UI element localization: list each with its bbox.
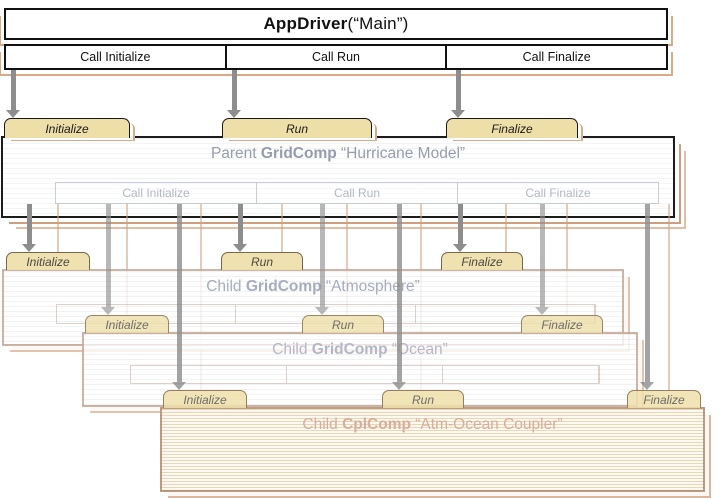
arrow-shaft	[237, 204, 243, 245]
parent-gridcomp-title: Parent GridComp “Hurricane Model”	[3, 145, 673, 163]
parent-tab-initialize: Initialize	[4, 118, 130, 138]
ocean-tab-finalize: Finalize	[521, 315, 603, 333]
appdriver-title-bold: AppDriver	[263, 14, 348, 33]
parent-title-prefix: Parent	[210, 145, 261, 162]
arrow-shaft	[644, 204, 650, 383]
child-coupler-box: Child CplComp “Atm-Ocean Coupler”	[160, 407, 705, 492]
parent-title-bold: GridComp	[260, 145, 337, 162]
arrow-parent-atm-run	[233, 204, 247, 252]
atm-title-prefix: Child	[206, 278, 246, 295]
appdriver-title: AppDriver (“Main”)	[6, 10, 666, 38]
arrow-appdriver-run	[227, 70, 241, 118]
coupler-title-bold: CplComp	[342, 416, 411, 433]
coupler-tab-initialize: Initialize	[163, 390, 247, 408]
atm-title-bold: GridComp	[245, 278, 322, 295]
parent-call-initialize-cell: Call Initialize	[56, 183, 257, 203]
ghost-cell	[236, 305, 416, 323]
arrow-down-icon	[451, 110, 465, 118]
arrow-shaft	[457, 204, 463, 245]
arrow-shaft	[319, 204, 325, 308]
ghost-cell	[57, 305, 237, 323]
arrow-down-icon	[233, 244, 247, 252]
child-coupler-title: Child CplComp “Atm-Ocean Coupler”	[162, 416, 703, 434]
coupler-title-prefix: Child	[302, 416, 343, 433]
parent-gridcomp-box: Parent GridComp “Hurricane Model” Call I…	[1, 136, 675, 218]
arrow-parent-ocean-run	[315, 204, 329, 315]
arrow-down-icon	[315, 307, 329, 315]
appdriver-title-rest: (“Main”)	[347, 14, 409, 33]
ghost-cell	[416, 305, 595, 323]
child-atmosphere-title: Child GridComp “Atmosphere”	[4, 278, 622, 296]
ghost-cell	[287, 366, 443, 383]
parent-call-run-cell: Call Run	[257, 183, 458, 203]
ghost-cell	[443, 366, 599, 383]
arrow-shaft	[105, 204, 111, 308]
arrow-down-icon	[227, 110, 241, 118]
arrow-down-icon	[453, 244, 467, 252]
atmosphere-tab-run: Run	[221, 252, 303, 270]
call-run-cell: Call Run	[227, 46, 448, 68]
connector-line	[505, 204, 507, 252]
arrow-shaft	[539, 204, 545, 308]
ocean-calls-row	[130, 365, 600, 384]
ocean-tab-run: Run	[302, 315, 384, 333]
appdriver-box: AppDriver (“Main”)	[4, 8, 668, 40]
atmosphere-tab-finalize: Finalize	[441, 252, 523, 270]
arrow-parent-ocean-finalize	[535, 204, 549, 315]
arrow-shaft	[10, 70, 16, 111]
call-finalize-cell: Call Finalize	[522, 50, 591, 64]
arrow-down-icon	[6, 110, 20, 118]
arrow-appdriver-finalize	[451, 70, 465, 118]
arrow-down-icon	[172, 382, 186, 390]
coupler-tab-run: Run	[382, 390, 464, 408]
arrow-parent-ocean-initialize	[101, 204, 115, 315]
connector-line	[346, 204, 348, 315]
ocean-title-rest: “Ocean”	[387, 341, 448, 358]
arrow-parent-coupler-run	[392, 204, 406, 390]
ghost-cell	[131, 366, 287, 383]
atmosphere-tab-initialize: Initialize	[6, 252, 90, 270]
arrow-parent-coupler-finalize	[640, 204, 654, 390]
arrow-down-icon	[101, 307, 115, 315]
connector-line	[126, 204, 128, 315]
arrow-parent-atm-initialize	[22, 204, 36, 252]
parent-call-finalize-cell: Call Finalize	[525, 186, 591, 200]
ocean-title-prefix: Child	[272, 341, 312, 358]
coupler-title-rest: “Atm-Ocean Coupler”	[410, 416, 563, 433]
connector-line	[57, 204, 59, 252]
arrow-parent-coupler-initialize	[172, 204, 186, 390]
arrow-down-icon	[22, 244, 36, 252]
call-initialize-cell: Call Initialize	[6, 46, 227, 68]
coupler-tab-finalize: Finalize	[627, 390, 701, 408]
connector-line	[281, 204, 283, 252]
ocean-tab-initialize: Initialize	[85, 315, 169, 333]
arrow-shaft	[231, 70, 237, 111]
parent-calls-row: Call Initialize Call Run Call Finalize	[55, 182, 659, 204]
arrow-down-icon	[392, 382, 406, 390]
connector-line	[566, 204, 568, 315]
parent-tab-run: Run	[222, 118, 372, 138]
ocean-title-bold: GridComp	[311, 341, 388, 358]
connector-line	[668, 204, 670, 390]
arrow-shaft	[26, 204, 32, 245]
arrow-shaft	[176, 204, 182, 383]
child-ocean-title: Child GridComp “Ocean”	[84, 341, 636, 359]
arrow-shaft	[396, 204, 402, 383]
arrow-parent-atm-finalize	[453, 204, 467, 252]
parent-tab-finalize: Finalize	[446, 118, 578, 138]
arrow-appdriver-initialize	[6, 70, 20, 118]
arrow-shaft	[455, 70, 461, 111]
arrow-down-icon	[535, 307, 549, 315]
appdriver-calls-row: Call Initialize Call Run Call Finalize	[4, 44, 668, 70]
arrow-down-icon	[640, 382, 654, 390]
parent-title-rest: “Hurricane Model”	[336, 145, 466, 162]
atm-title-rest: “Atmosphere”	[321, 278, 420, 295]
